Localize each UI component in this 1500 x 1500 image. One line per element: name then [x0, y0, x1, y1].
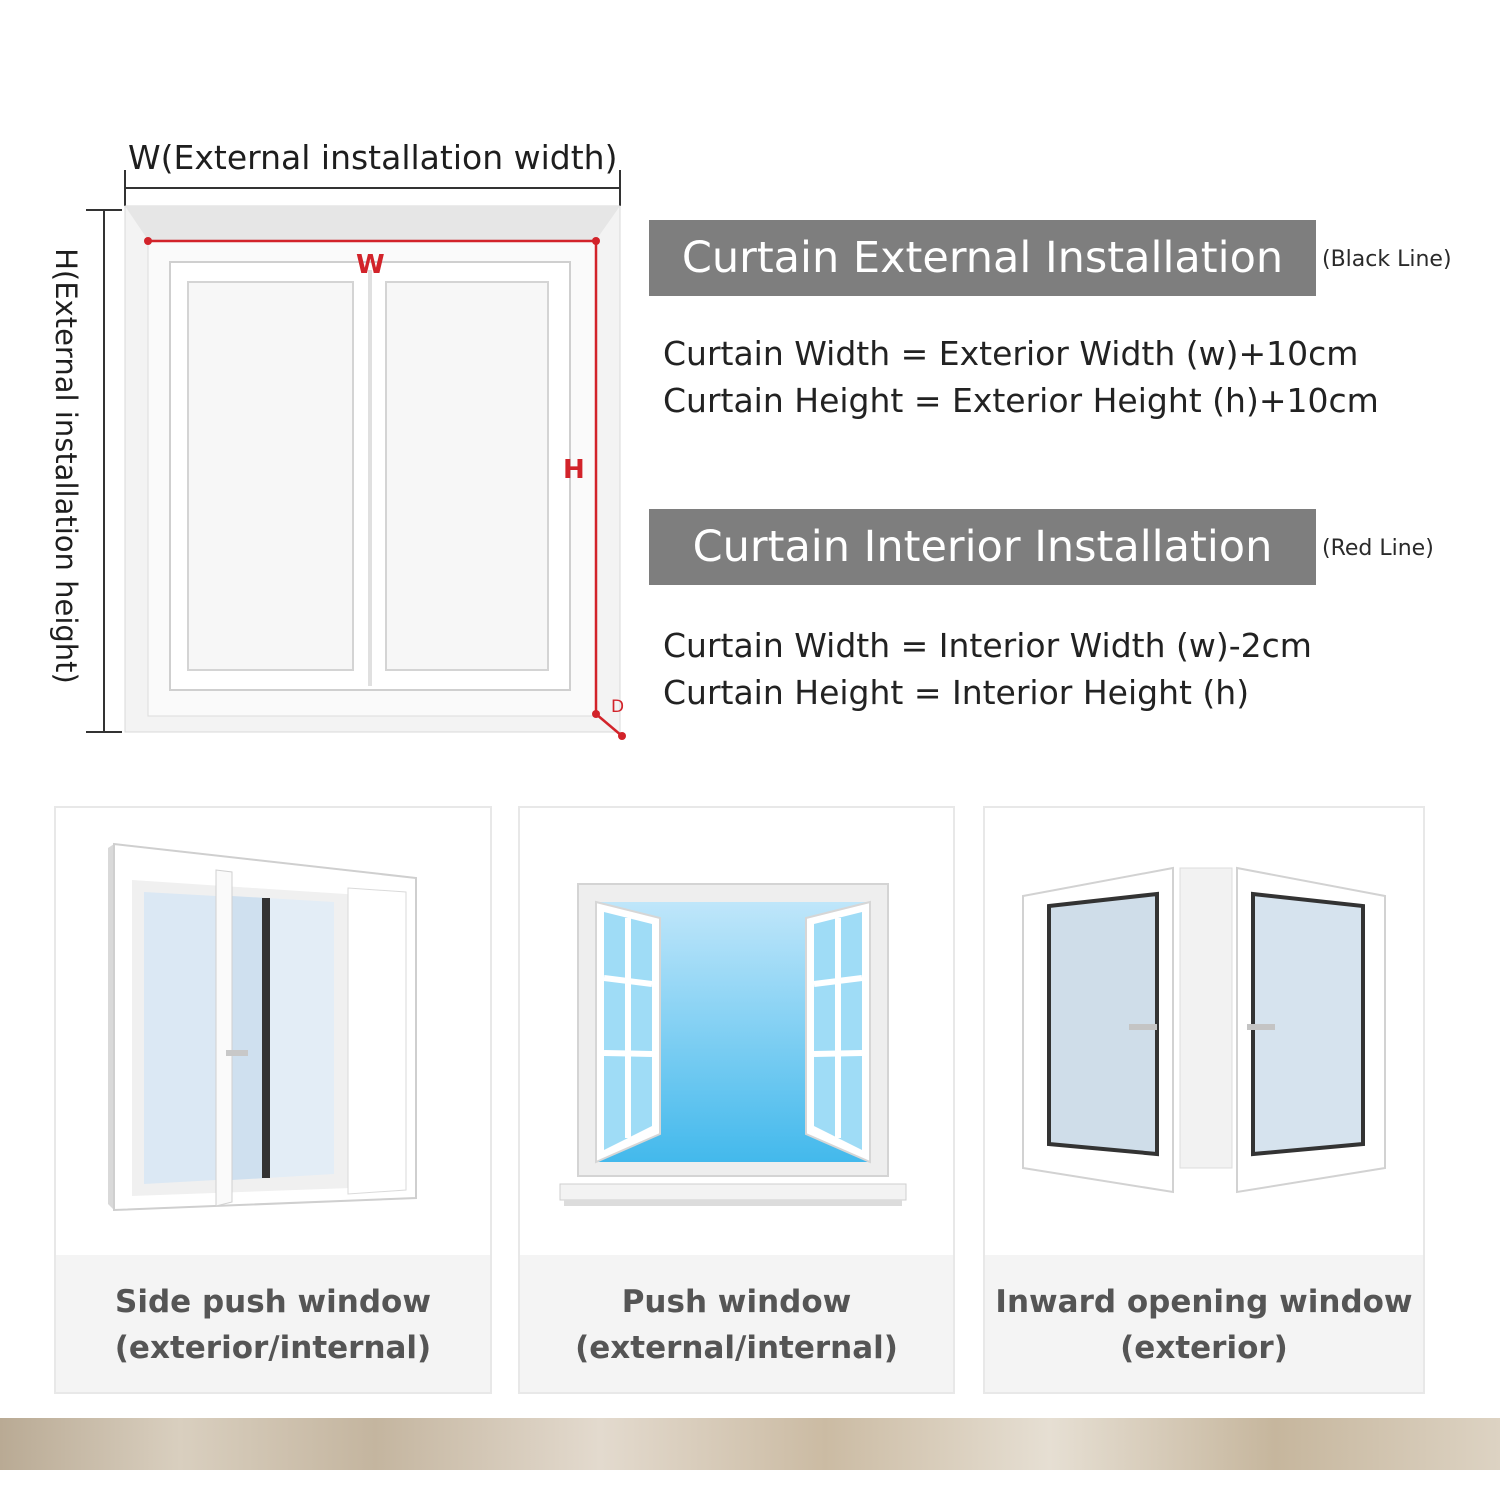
external-height-formula: Curtain Height = Exterior Height (h)+10c…: [663, 381, 1379, 420]
interior-height-formula: Curtain Height = Interior Height (h): [663, 673, 1250, 712]
external-width-formula: Curtain Width = Exterior Width (w)+10cm: [663, 334, 1359, 373]
window-type-mode: (external/internal): [575, 1330, 898, 1366]
card-caption: Push window (external/internal): [520, 1255, 953, 1392]
card-caption: Side push window (exterior/internal): [56, 1255, 490, 1392]
sliding-window-icon: [56, 808, 490, 1253]
window-frame-diagram: [86, 170, 626, 740]
window-type-mode: (exterior): [1120, 1330, 1288, 1366]
decorative-photo-strip: [0, 1418, 1500, 1470]
interior-height-letter: H: [563, 455, 585, 485]
casement-window-icon: [520, 808, 953, 1253]
window-type-name: Push window: [621, 1284, 852, 1320]
external-height-label: H(External installation height): [49, 248, 83, 684]
interior-width-letter: W: [356, 250, 385, 280]
interior-line-note: (Red Line): [1322, 536, 1434, 561]
inward-window-icon: [985, 808, 1423, 1253]
card-caption: Inward opening window (exterior): [985, 1255, 1423, 1392]
measurement-diagram: W(External installation width) H(Externa…: [0, 0, 660, 760]
window-type-card-side-push: Side push window (exterior/internal): [54, 806, 492, 1394]
window-type-mode: (exterior/internal): [114, 1330, 432, 1366]
window-type-card-inward: Inward opening window (exterior): [983, 806, 1425, 1394]
external-width-label: W(External installation width): [128, 138, 618, 177]
external-line-note: (Black Line): [1322, 247, 1452, 272]
interior-installation-banner: Curtain Interior Installation: [649, 509, 1316, 585]
bottom-margin: [0, 1470, 1500, 1500]
window-type-name: Inward opening window: [995, 1284, 1413, 1320]
depth-letter: D: [611, 697, 625, 717]
window-type-card-push: Push window (external/internal): [518, 806, 955, 1394]
interior-width-formula: Curtain Width = Interior Width (w)-2cm: [663, 626, 1312, 665]
external-installation-banner: Curtain External Installation: [649, 220, 1316, 296]
window-type-name: Side push window: [115, 1284, 431, 1320]
